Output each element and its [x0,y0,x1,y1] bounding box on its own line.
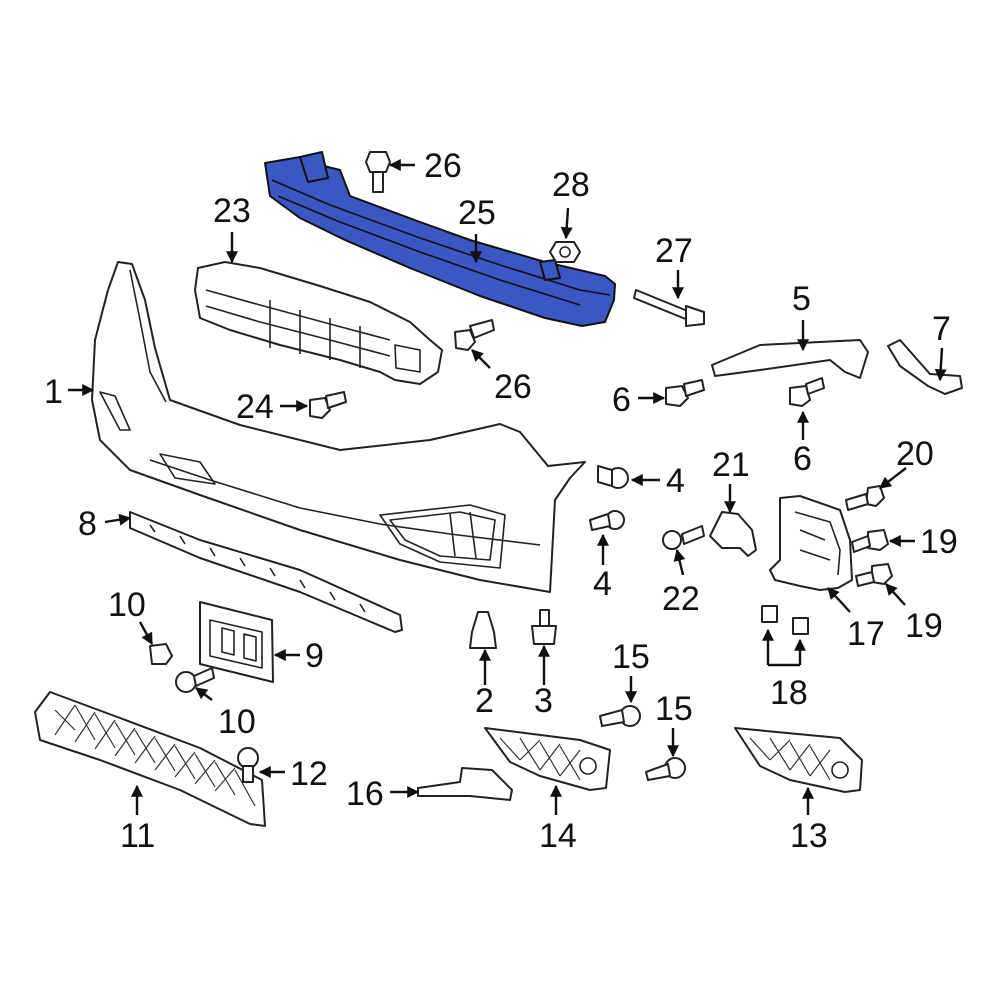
callout-2: 2 [475,682,494,720]
fog-trim-14[interactable] [484,727,611,791]
lower-grille-11[interactable] [34,691,266,827]
clips-18[interactable] [761,605,809,635]
callout-22: 22 [662,580,700,618]
callout-13: 13 [790,817,828,855]
callout-16: 16 [346,775,384,813]
callout-26b: 26 [494,368,532,406]
callout-4b: 4 [593,565,612,603]
fog-trim-13[interactable] [734,727,863,793]
side-support-17[interactable] [769,495,853,591]
bumper-cover-1[interactable] [91,261,586,593]
callout-7: 7 [932,310,951,348]
callout-26a: 26 [424,147,462,185]
side-bracket-7[interactable] [887,339,963,395]
callout-3: 3 [534,682,553,720]
grille-shutter-23[interactable] [194,261,443,385]
bracket-5[interactable] [711,339,869,379]
callout-15a: 15 [612,638,650,676]
bracket-21[interactable] [709,511,757,557]
trim-piece-16[interactable] [417,767,513,801]
callout-23: 23 [213,192,251,230]
callout-6b: 6 [793,440,812,478]
callout-19a: 19 [920,523,958,561]
callout-11: 11 [120,817,155,855]
lower-strip-8[interactable] [129,511,403,633]
callout-17: 17 [847,615,885,653]
callout-15b: 15 [655,690,693,728]
callout-28: 28 [552,166,590,204]
callout-27: 27 [655,232,693,270]
callout-9: 9 [305,637,324,675]
callout-4a: 4 [666,462,685,500]
callout-labels: 1 2 3 4 4 5 6 6 7 8 9 10 10 11 12 13 14 … [44,147,958,855]
callout-1: 1 [44,373,63,411]
license-bracket-9[interactable] [199,601,274,683]
callout-20: 20 [896,435,934,473]
callout-18: 18 [770,674,808,712]
reinforcement-beam-25[interactable] [264,151,616,327]
callout-25: 25 [458,194,496,232]
callout-12: 12 [290,755,328,793]
callout-19b: 19 [905,607,943,645]
callout-21: 21 [712,446,750,484]
callout-10a: 10 [108,586,146,624]
callout-5: 5 [792,280,811,318]
callout-8: 8 [78,505,97,543]
callout-10b: 10 [218,703,256,741]
callout-6a: 6 [612,381,631,419]
fasteners [149,151,893,783]
callout-24: 24 [236,388,274,426]
leader-lines [68,159,947,815]
callout-14: 14 [539,817,577,855]
